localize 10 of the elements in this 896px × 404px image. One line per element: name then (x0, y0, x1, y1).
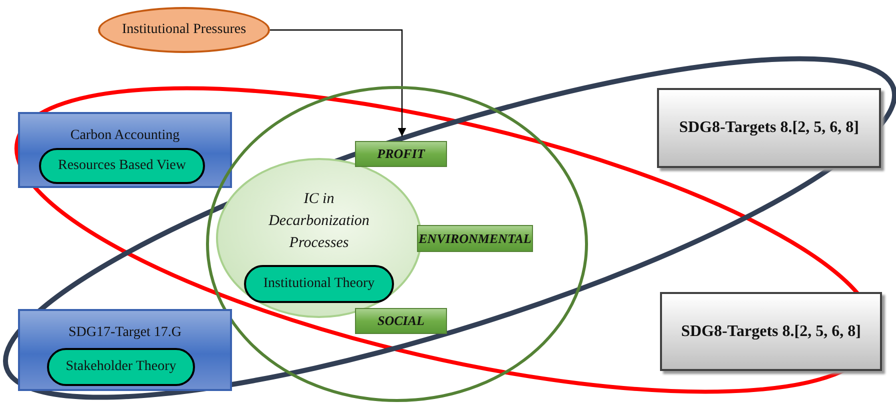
oval-node: Institutional Pressures (98, 7, 270, 53)
target-box: SDG8-Targets 8.[2, 5, 6, 8] (660, 292, 882, 371)
panel-title: Carbon Accounting (70, 128, 180, 144)
theory-pill: Resources Based View (39, 148, 205, 184)
concept-text: IC in Decarbonization Processes (268, 190, 370, 253)
theory-pill: Institutional Theory (244, 265, 394, 303)
arrow (270, 29, 406, 136)
label-panel (18, 112, 232, 188)
panel-title: SDG17-Target 17.G (68, 325, 182, 341)
theory-pill: Stakeholder Theory (47, 348, 195, 386)
